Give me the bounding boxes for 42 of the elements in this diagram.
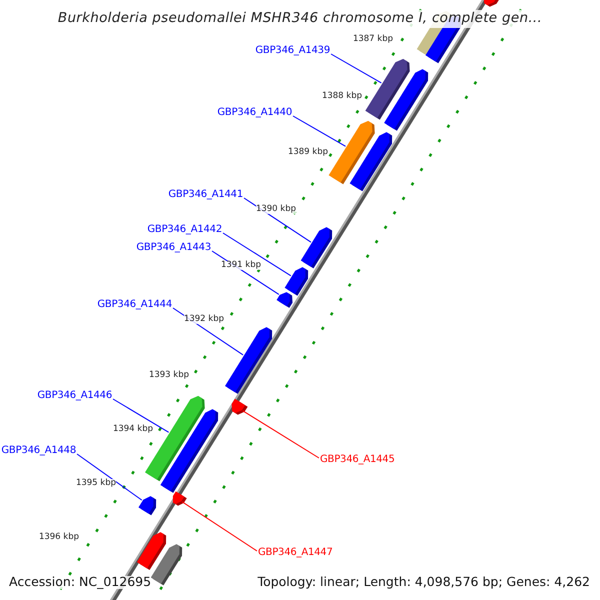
- gene-label: GBP346_A1446: [37, 391, 112, 401]
- gene-label: GBP346_A1441: [168, 190, 243, 200]
- gene-bar: [384, 69, 428, 131]
- gene-bar: [350, 132, 392, 192]
- scale-label: 1388 kbp: [322, 92, 362, 100]
- gene-bar: [150, 544, 182, 586]
- gene-label: GBP346_A1444: [97, 300, 172, 310]
- gene-label: GBP346_A1440: [217, 108, 292, 118]
- scale-label: 1387 kbp: [352, 35, 393, 44]
- leader-line: [292, 116, 346, 147]
- scale-label: 1391 kbp: [220, 261, 261, 270]
- genome-summary: Topology: linear; Length: 4,098,576 bp; Genes: 4,262: [258, 576, 590, 588]
- leader-line: [242, 410, 320, 458]
- leader-line: [222, 232, 292, 276]
- leader-line: [330, 54, 382, 84]
- gene-bar: [160, 409, 218, 493]
- scale-label: 1392 kbp: [184, 315, 224, 324]
- accession-text: Accession: NC_012695: [9, 576, 152, 588]
- gene-label: GBP346_A1448: [1, 446, 76, 456]
- gene-bar: [172, 491, 187, 506]
- scale-label: 1394 kbp: [112, 425, 153, 434]
- leader-line: [76, 454, 142, 501]
- scale-label: 1393 kbp: [148, 371, 189, 380]
- leader-line: [182, 501, 258, 552]
- scale-label: 1396 kbp: [38, 533, 79, 542]
- title: Burkholderia pseudomallei MSHR346 chromosome I, complete gen...: [58, 10, 542, 28]
- leader-line: [112, 398, 170, 433]
- gene-label: GBP346_A1447: [258, 548, 333, 558]
- scale-label: 1390 kbp: [256, 205, 296, 214]
- gene-bar: [232, 398, 248, 415]
- gene-bar: [225, 327, 272, 394]
- gene-bar: [276, 292, 292, 308]
- gene-label: GBP346_A1439: [255, 46, 330, 56]
- scale-label: 1395 kbp: [76, 479, 116, 488]
- gene-bar: [138, 496, 156, 516]
- gene-bar: [300, 227, 332, 268]
- gene-bar: [484, 0, 500, 7]
- gene-bar: [284, 267, 308, 296]
- gene-label: GBP346_A1442: [147, 225, 222, 235]
- scale-label: 1389 kbp: [288, 148, 328, 156]
- gene-label: GBP346_A1443: [136, 243, 211, 253]
- gene-label: GBP346_A1445: [320, 455, 395, 465]
